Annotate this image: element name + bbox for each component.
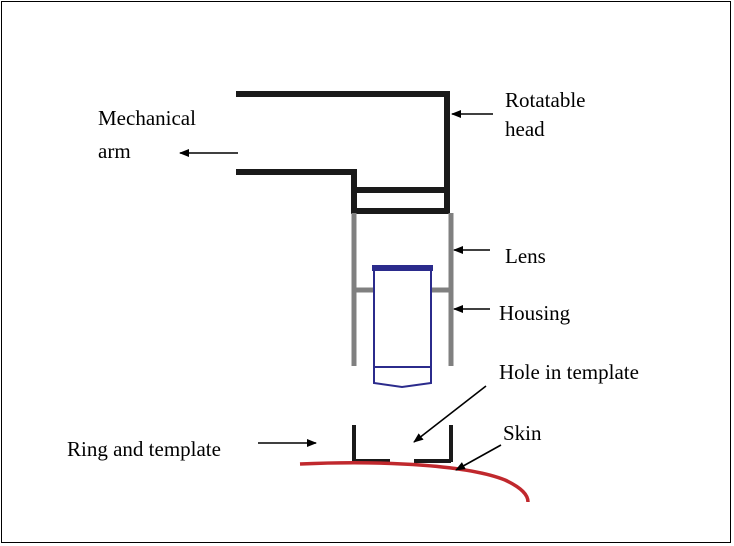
housing-structure [351,213,454,366]
rotatable-head-label: Rotatable [505,88,586,112]
housing-label: Housing [499,301,571,325]
arm-upper-edge [236,91,450,214]
hole-in-template-label: Hole in template [499,360,639,384]
mechanical-arm-label-line2: arm [98,139,131,163]
skin-label: Skin [503,421,542,445]
rotatable-head-label-line2: head [505,117,545,141]
hole-in-template-arrow [413,385,487,443]
lens-tip [373,367,432,389]
lens-label: Lens [505,244,546,268]
mechanical-arm-label: Mechanical [98,106,196,130]
ring-and-template [352,425,453,463]
mechanical-arm-structure [236,91,450,214]
skin-arrow [455,444,502,471]
ring-and-template-label: Ring and template [67,437,221,461]
lens-element [372,265,433,389]
annotation-arrows [179,110,502,471]
lens-body [373,270,432,368]
skin-curve [299,461,530,503]
arm-lower-edge [236,169,357,214]
